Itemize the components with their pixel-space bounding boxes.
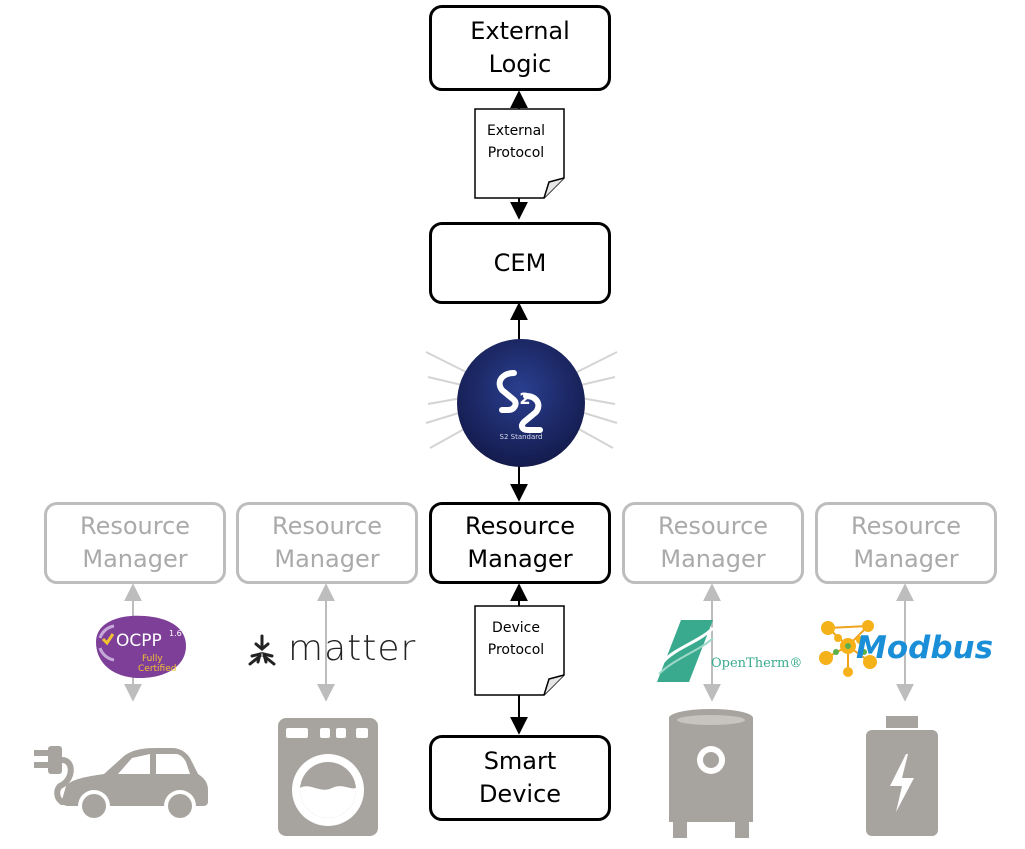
external-protocol-line2: Protocol: [487, 145, 545, 161]
modbus-name: Modbus: [856, 630, 994, 666]
resource-manager-box-2: Resource Manager: [236, 502, 418, 584]
external-protocol-line1: External: [486, 123, 546, 139]
smart-device-line2: Device: [478, 780, 562, 808]
resource-manager-box-1: Resource Manager: [44, 502, 226, 584]
opentherm-logo: OpenTherm®: [655, 618, 805, 684]
resource-manager-box-5: Resource Manager: [815, 502, 997, 584]
external-logic-line1: External: [470, 17, 570, 45]
s2-standard-logo: 2 S2 Standard: [456, 338, 586, 468]
opentherm-mark-icon: [657, 620, 715, 682]
rm4-line2: Manager: [660, 545, 766, 573]
ocpp-certified: Certified: [138, 664, 176, 674]
s2-logo-icon: 2 S2 Standard: [457, 339, 585, 467]
rm1-line2: Manager: [82, 545, 188, 573]
rm3-line1: Resource: [464, 512, 576, 540]
external-protocol-document: External Protocol: [474, 108, 566, 199]
washing-machine-icon: [278, 718, 378, 836]
ocpp-name: OCPP: [116, 631, 162, 651]
rm2-line2: Manager: [274, 545, 380, 573]
rm5-line1: Resource: [850, 512, 962, 540]
s2-logo-mark: 2: [519, 389, 530, 408]
ocpp-version: 1.6: [169, 629, 182, 638]
device-protocol-document: Device Protocol: [474, 605, 566, 696]
ocpp-badge-icon: OCPP 1.6 Fully Certified: [96, 615, 186, 678]
ocpp-fully: Fully: [142, 654, 163, 664]
external-logic-line2: Logic: [488, 50, 552, 78]
external-logic-box: External Logic: [429, 5, 611, 91]
smart-device-line1: Smart: [483, 747, 557, 775]
rm2-line1: Resource: [271, 512, 383, 540]
s2-rays: [425, 351, 618, 449]
s2-logo-caption: S2 Standard: [500, 433, 543, 441]
rm1-line1: Resource: [79, 512, 191, 540]
cem-label: CEM: [493, 248, 547, 277]
opentherm-name: OpenTherm®: [711, 656, 803, 671]
document-icon: [474, 605, 565, 696]
matter-name: matter: [288, 628, 417, 669]
rm3-line2: Manager: [467, 545, 573, 573]
battery-icon: [866, 716, 938, 836]
rm5-line2: Manager: [853, 545, 959, 573]
device-protocol-line2: Protocol: [487, 642, 545, 658]
document-icon: [474, 108, 565, 199]
matter-mark-icon: [248, 634, 276, 666]
boiler-icon: [669, 709, 753, 838]
ocpp-logo: OCPP 1.6 Fully Certified: [90, 612, 190, 680]
cem-box: CEM: [429, 222, 611, 304]
device-protocol-line1: Device: [492, 620, 540, 636]
resource-manager-box-3: Resource Manager: [429, 502, 611, 584]
rm4-line1: Resource: [657, 512, 769, 540]
resource-manager-box-4: Resource Manager: [622, 502, 804, 584]
modbus-network-icon: [819, 620, 877, 677]
matter-logo: matter: [246, 628, 426, 672]
modbus-logo: Modbus: [818, 616, 1008, 680]
smart-device-box: Smart Device: [429, 735, 611, 821]
electric-car-icon: [34, 746, 208, 822]
